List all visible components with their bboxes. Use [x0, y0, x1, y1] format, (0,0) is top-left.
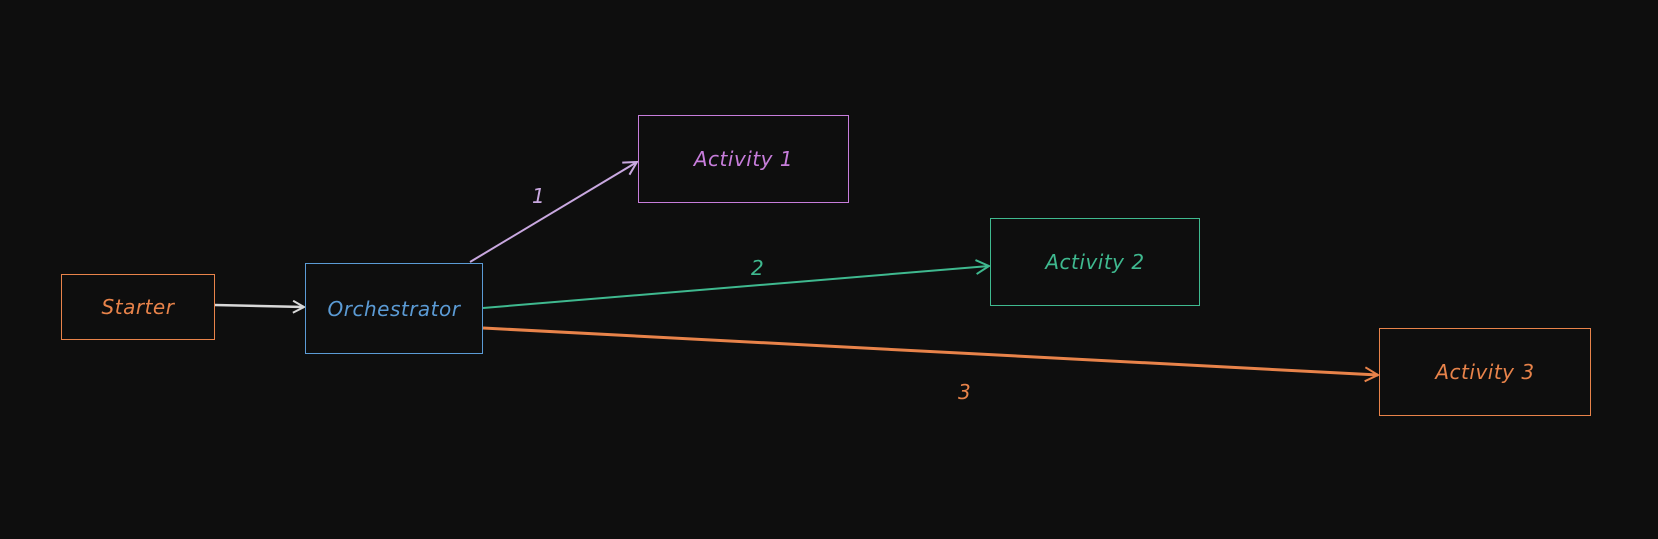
edge-orchestrator-activity3	[482, 326, 1378, 375]
starter-label: Starter	[101, 295, 175, 319]
orchestrator-label: Orchestrator	[327, 296, 461, 321]
edge-starter-orchestrator	[214, 305, 304, 307]
activity1-label: Activity 1	[693, 147, 794, 171]
activity2-node[interactable]: Activity 2	[990, 218, 1200, 306]
edge-label-1: 1	[532, 184, 545, 208]
edge-orchestrator-activity1	[469, 162, 637, 263]
activity3-node[interactable]: Activity 3	[1379, 328, 1591, 416]
activity2-label: Activity 2	[1045, 250, 1145, 274]
starter-node[interactable]: Starter	[61, 274, 215, 340]
edge-label-3: 3	[958, 380, 971, 404]
edge-label-2: 2	[751, 256, 764, 280]
orchestrator-node[interactable]: Orchestrator	[305, 263, 483, 354]
edge-orchestrator-activity2	[482, 266, 989, 309]
activity3-label: Activity 3	[1435, 360, 1535, 384]
activity1-node[interactable]: Activity 1	[638, 115, 849, 203]
